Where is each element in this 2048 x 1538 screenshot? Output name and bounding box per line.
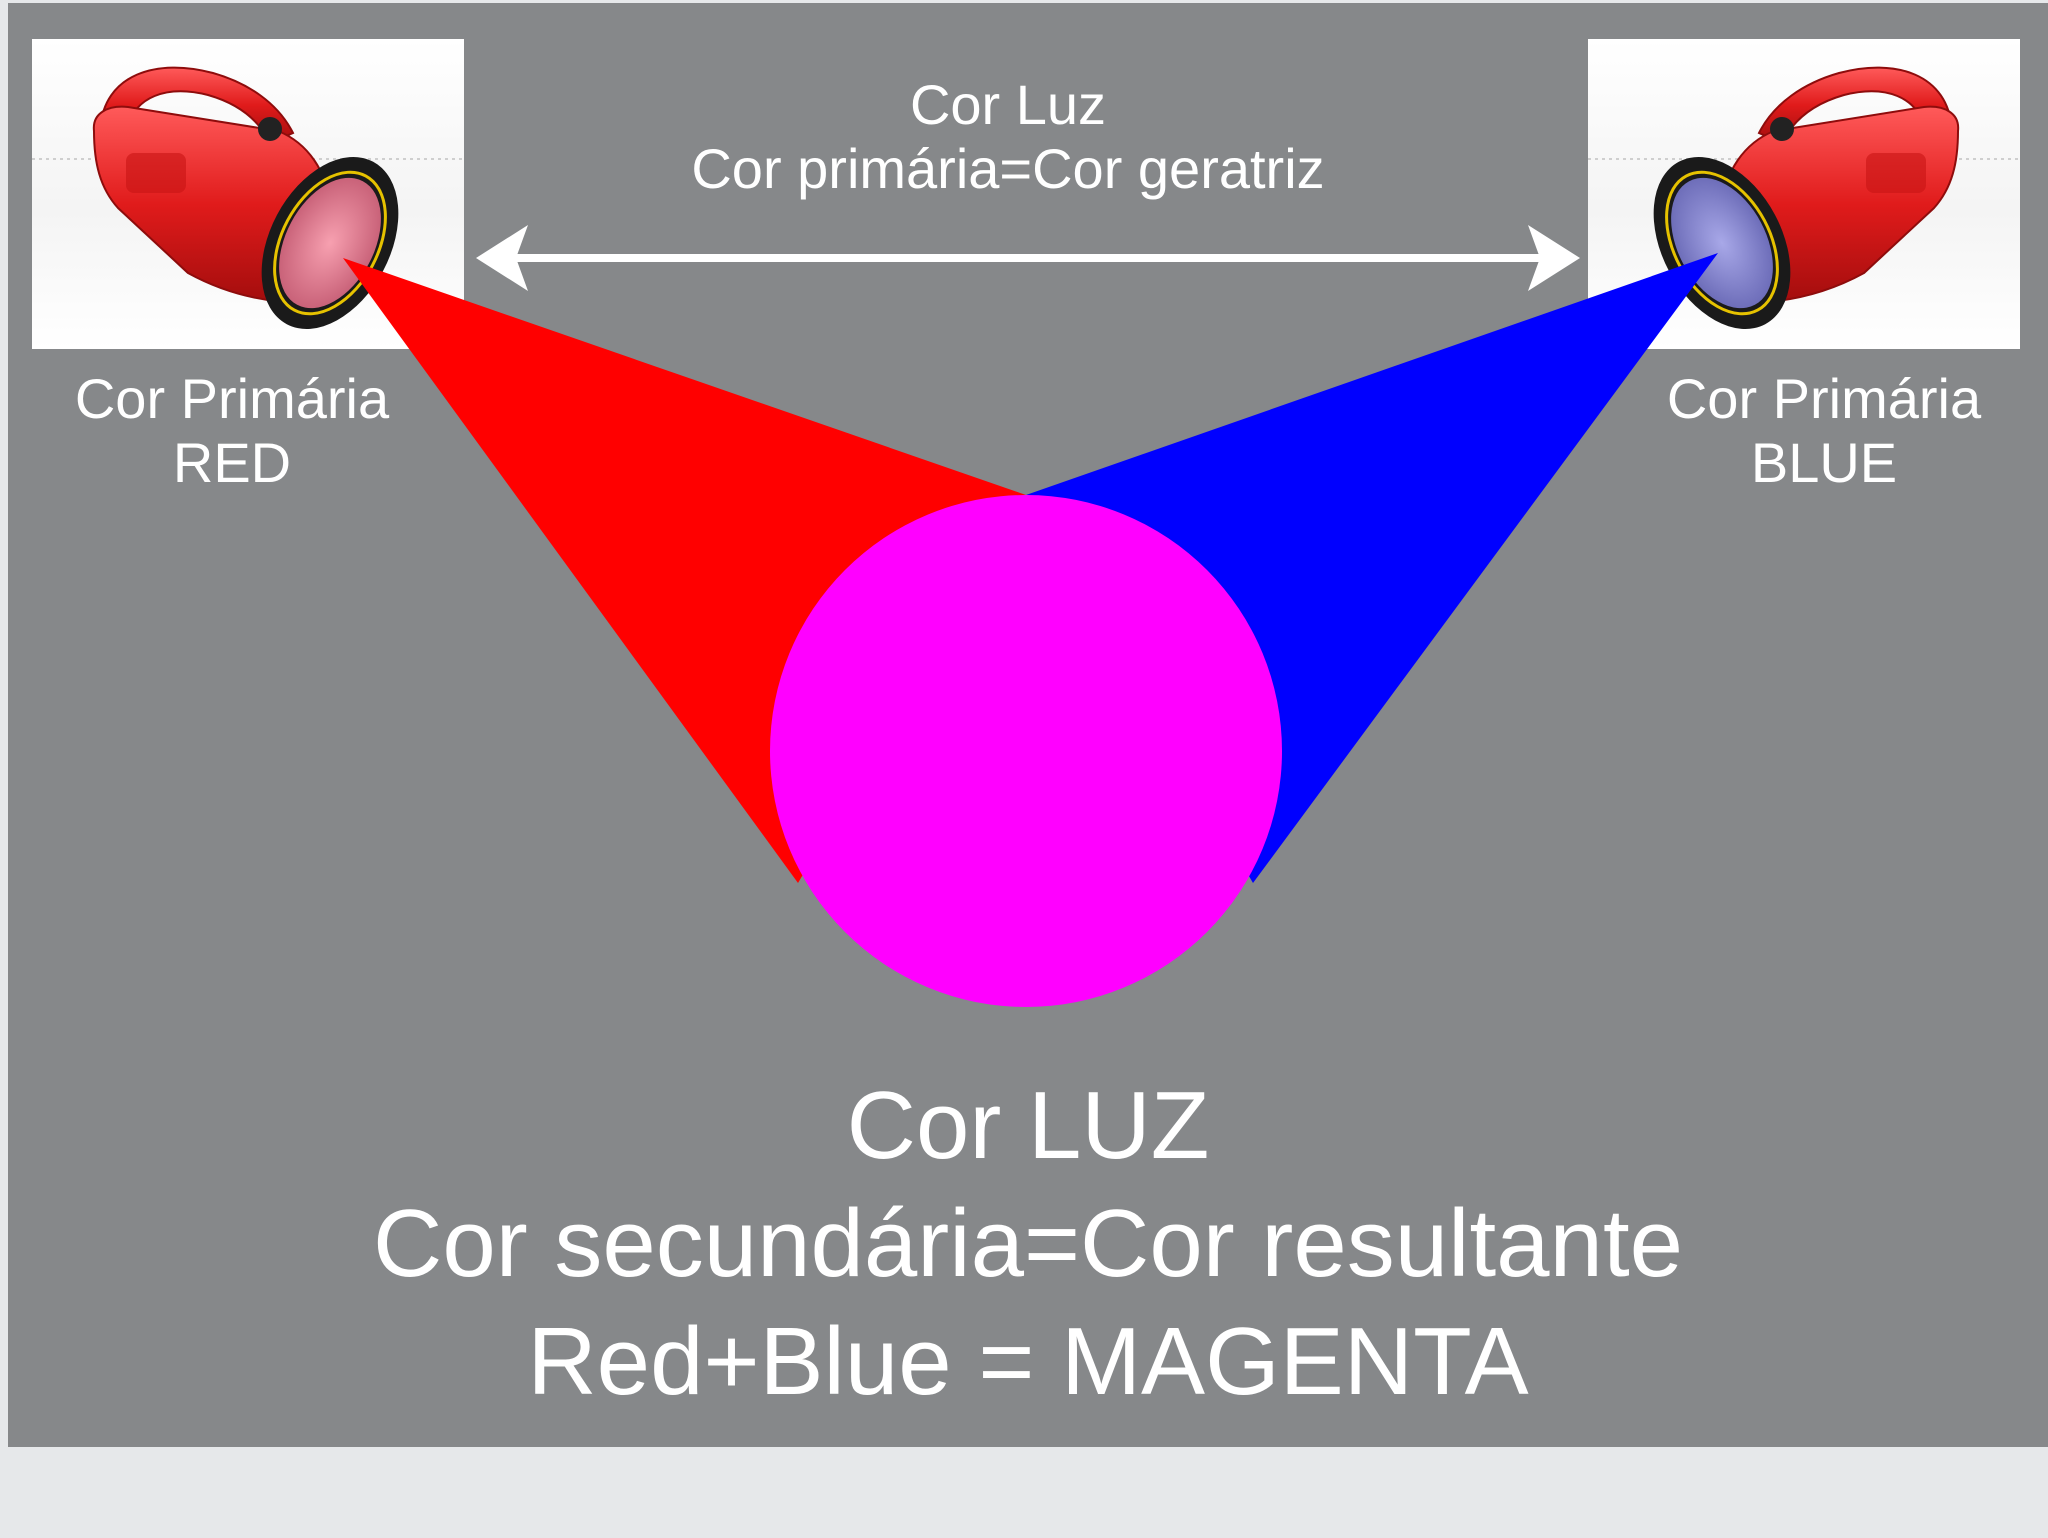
caption-line: Cor Luz (608, 73, 1408, 137)
double-arrow (476, 225, 1580, 291)
light-color-caption: Cor Luz Cor primária=Cor geratriz (608, 73, 1408, 201)
result-subtitle: Cor secundária=Cor resultante (128, 1185, 1928, 1303)
primary-blue-label: Cor Primária BLUE (1624, 367, 2024, 495)
primary-color-name: RED (32, 431, 432, 495)
primary-label-line: Cor Primária (32, 367, 432, 431)
result-formula: Red+Blue = MAGENTA (128, 1303, 1928, 1421)
result-caption: Cor LUZ Cor secundária=Cor resultante Re… (128, 1067, 1928, 1421)
primary-color-name: BLUE (1624, 431, 2024, 495)
caption-line: Cor primária=Cor geratriz (608, 137, 1408, 201)
result-title: Cor LUZ (128, 1067, 1928, 1185)
slide: Cor Luz Cor primária=Cor geratriz Cor Pr… (8, 3, 2048, 1447)
primary-red-label: Cor Primária RED (32, 367, 432, 495)
primary-label-line: Cor Primária (1624, 367, 2024, 431)
magenta-mix-circle (770, 495, 1282, 1007)
